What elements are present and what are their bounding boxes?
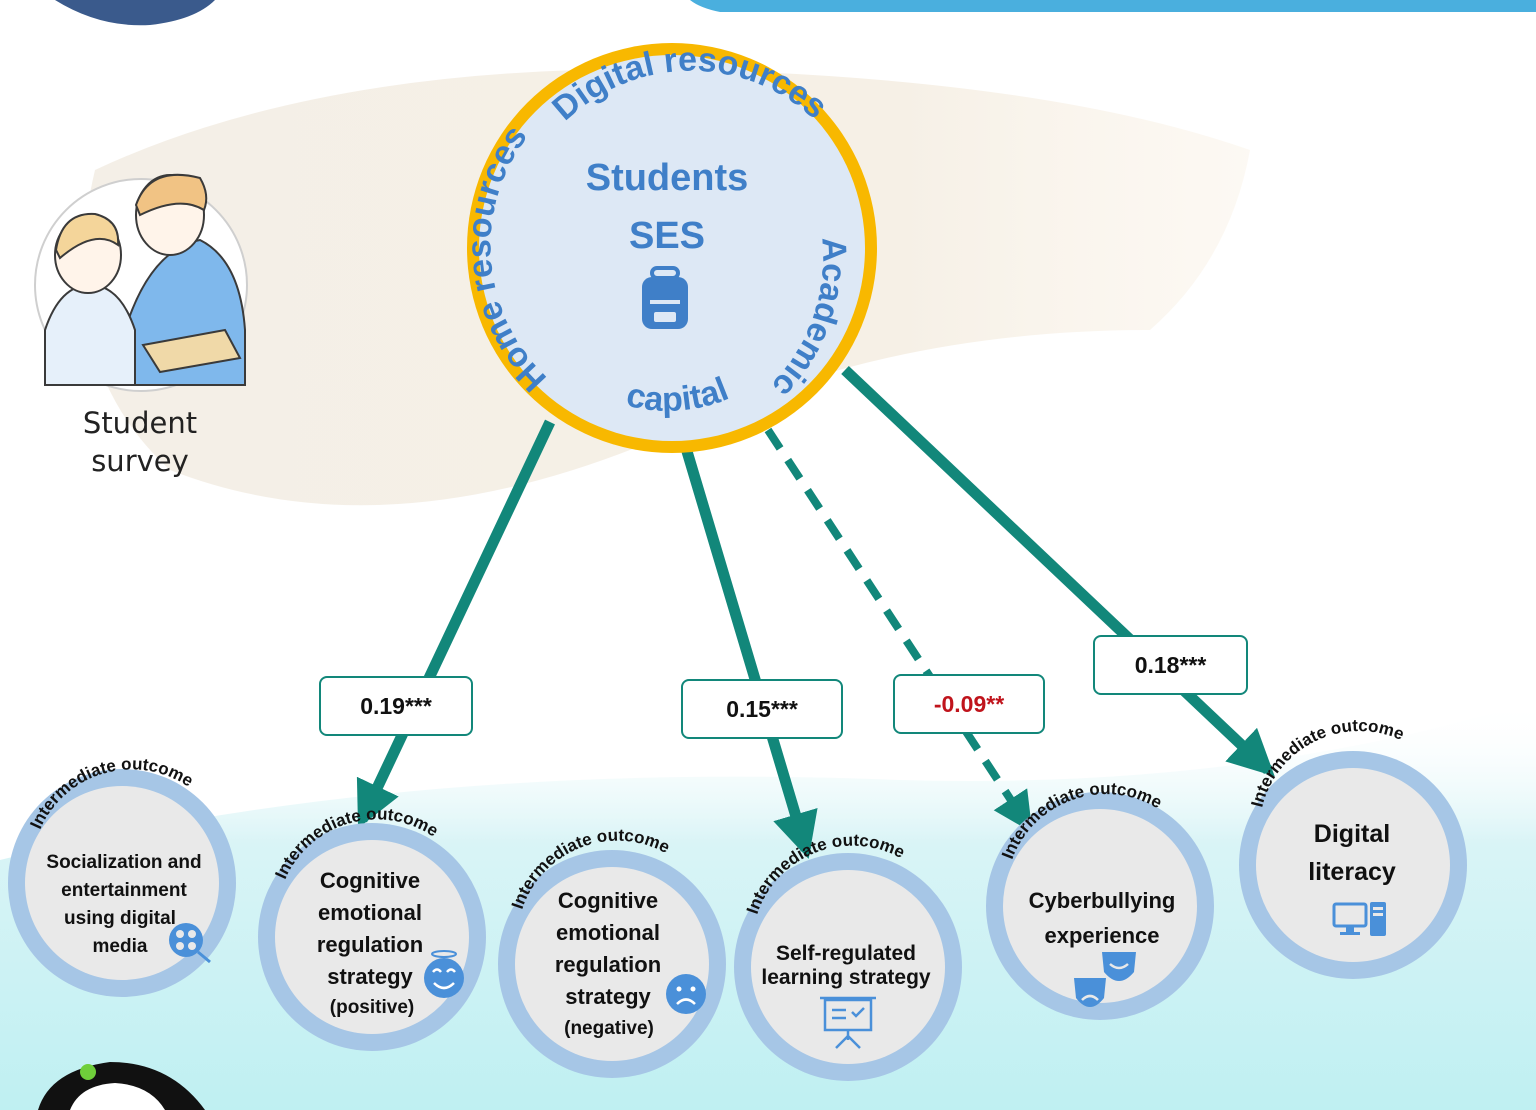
coef-box-digital-literacy: 0.18*** [1093, 635, 1248, 695]
top-right-bar [690, 0, 1536, 12]
svg-text:emotional: emotional [556, 920, 660, 945]
svg-text:literacy: literacy [1308, 858, 1396, 886]
students-reading-illustration [34, 173, 248, 392]
svg-text:Cognitive: Cognitive [558, 888, 658, 913]
coef-value: 0.18*** [1134, 651, 1207, 678]
svg-text:Cognitive: Cognitive [320, 868, 420, 893]
svg-text:entertainment: entertainment [61, 880, 187, 901]
svg-text:(negative): (negative) [564, 1018, 654, 1039]
svg-text:experience: experience [1045, 923, 1160, 948]
outcome-self-regulated: Intermediate outcome Self-regulated lear… [734, 831, 962, 1081]
coef-box-positive-strategy: 0.19*** [319, 676, 473, 736]
top-left-globe [55, 0, 215, 26]
svg-text:Self-regulated: Self-regulated [776, 942, 916, 965]
coef-box-self-regulated: 0.15*** [681, 679, 843, 739]
outcome-digital-literacy: Intermediate outcome Digital literacy [1239, 716, 1467, 979]
outcome-positive-strategy: Intermediate outcome Cognitive emotional… [258, 804, 486, 1051]
svg-text:strategy: strategy [565, 984, 651, 1009]
svg-text:emotional: emotional [318, 900, 422, 925]
coef-value: -0.09** [933, 690, 1005, 717]
svg-text:regulation: regulation [317, 932, 423, 957]
coef-value: 0.19*** [360, 692, 432, 719]
survey-line1: Student [82, 406, 198, 440]
coef-box-cyberbullying: -0.09** [893, 674, 1045, 734]
students-ses-circle: Digital resources Home resources Academi… [460, 41, 877, 453]
outcome-socialization: Intermediate outcome Socialization and e… [8, 754, 236, 997]
svg-text:media: media [93, 936, 148, 957]
sad-face-icon [666, 974, 706, 1014]
smile-face-icon [424, 950, 464, 998]
survey-line2: survey [91, 444, 189, 478]
student-survey-label: Student survey [40, 404, 240, 480]
ses-title-line2: SES [629, 215, 705, 257]
arrow-to-cyberbullying [764, 427, 1033, 833]
theater-masks-icon [1074, 952, 1136, 1007]
svg-text:Cyberbullying: Cyberbullying [1029, 888, 1176, 913]
svg-text:regulation: regulation [555, 952, 661, 977]
outcome-cyberbullying: Intermediate outcome Cyberbullying exper… [986, 779, 1214, 1020]
coef-value: 0.15*** [726, 695, 798, 722]
svg-text:strategy: strategy [327, 964, 413, 989]
logo-fragment [38, 1062, 205, 1110]
ses-title-line1: Students [586, 157, 749, 199]
outcome-negative-strategy: Intermediate outcome Cognitive emotional… [498, 826, 726, 1078]
svg-text:(positive): (positive) [330, 997, 414, 1018]
arrow-to-digital-literacy [841, 366, 1275, 777]
presentation-board-icon [820, 996, 876, 1049]
desktop-computer-icon [1332, 902, 1386, 936]
arrow-to-positive-strategy [356, 419, 555, 829]
svg-text:Socialization and: Socialization and [46, 852, 201, 873]
svg-text:Digital: Digital [1314, 820, 1390, 848]
svg-text:using digital: using digital [64, 908, 176, 929]
arrow-to-self-regulated [680, 446, 818, 859]
film-reel-icon [169, 923, 211, 964]
backpack-icon [642, 266, 688, 329]
svg-text:learning strategy: learning strategy [761, 966, 931, 989]
